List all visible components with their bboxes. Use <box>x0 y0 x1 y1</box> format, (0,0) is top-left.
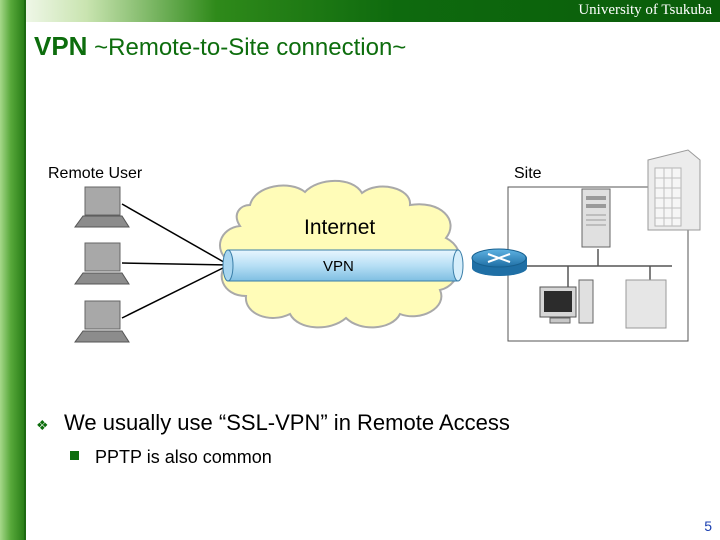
office-device-icon <box>625 279 667 329</box>
desktop-pc-icon <box>539 279 594 324</box>
main-bullet-text: We usually use “SSL-VPN” in Remote Acces… <box>64 410 510 435</box>
vpn-tunnel-label: VPN <box>323 258 354 275</box>
left-divider <box>24 0 26 540</box>
remote-connection-lines <box>121 203 230 319</box>
sub-bullet-text: PPTP is also common <box>95 447 272 467</box>
vpn-tunnel <box>222 249 464 282</box>
internet-label: Internet <box>304 216 376 239</box>
square-bullet-icon <box>70 451 79 460</box>
remote-user-laptops <box>74 186 130 343</box>
server-icon <box>581 188 611 248</box>
connection-line <box>121 203 230 266</box>
title-main: VPN <box>34 31 88 61</box>
building-icon <box>647 149 701 231</box>
laptop-icon <box>74 186 130 228</box>
connection-line <box>121 264 230 319</box>
site-label: Site <box>514 165 542 182</box>
university-name: University of Tsukuba <box>578 2 712 18</box>
connection-line <box>121 262 230 266</box>
slide-title: VPN ~Remote-to-Site connection~ <box>34 31 406 62</box>
router-icon <box>471 248 527 276</box>
diamond-bullet-icon: ❖ <box>36 417 49 433</box>
left-stripe <box>0 0 24 540</box>
header-band <box>0 0 720 22</box>
laptop-icon <box>74 300 130 343</box>
laptop-icon <box>74 242 130 285</box>
main-bullet: ❖ We usually use “SSL-VPN” in Remote Acce… <box>36 410 510 436</box>
title-sub: ~Remote-to-Site connection~ <box>87 34 407 61</box>
page-number: 5 <box>704 518 712 534</box>
remote-user-label: Remote User <box>48 165 143 182</box>
sub-bullet: PPTP is also common <box>70 447 272 468</box>
